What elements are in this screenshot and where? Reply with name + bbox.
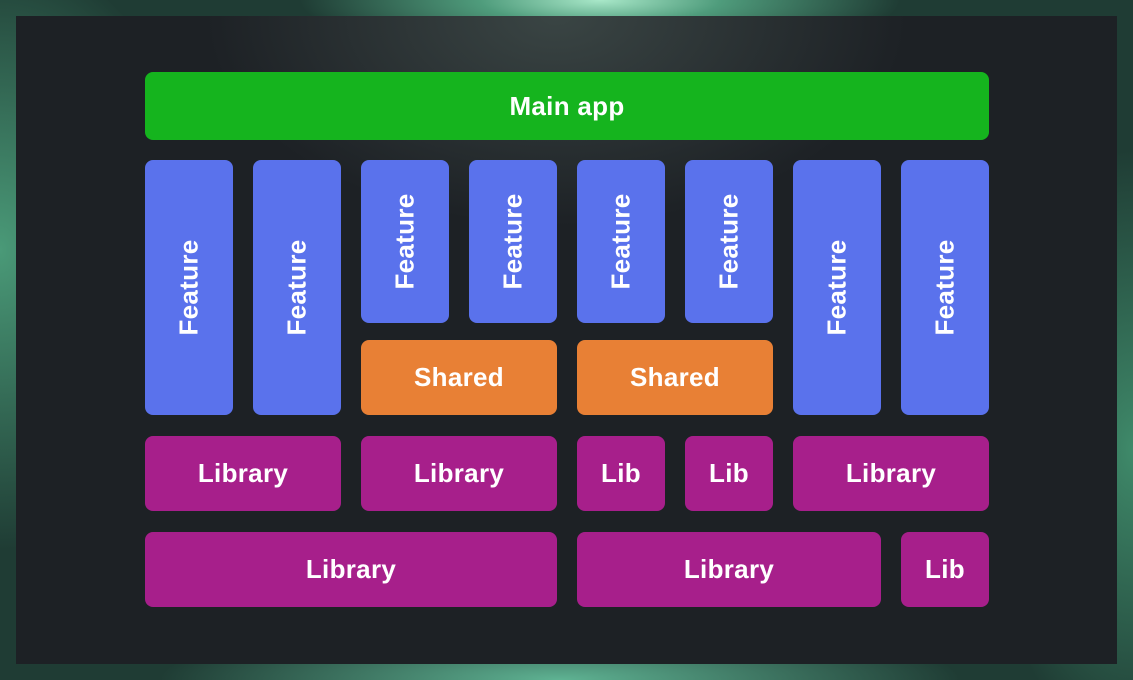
feature-label: Feature (497, 193, 528, 290)
feature-block: Feature (685, 160, 773, 323)
library-label: Library (305, 554, 397, 584)
feature-label: Feature (281, 239, 312, 336)
library-label: Library (413, 458, 505, 488)
shared-label: Shared (630, 362, 720, 392)
feature-label: Feature (605, 193, 636, 290)
library-block: Lib (577, 436, 665, 511)
feature-block: Feature (901, 160, 989, 415)
library-label: Library (197, 458, 289, 488)
library-label: Lib (601, 458, 641, 488)
library-block: Library (577, 532, 881, 607)
feature-label: Feature (929, 239, 960, 336)
shared-block: Shared (361, 340, 557, 415)
library-block: Library (793, 436, 989, 511)
shared-block: Shared (577, 340, 773, 415)
feature-block: Feature (469, 160, 557, 323)
feature-block: Feature (577, 160, 665, 323)
library-label: Library (845, 458, 937, 488)
shared-label: Shared (414, 362, 504, 392)
feature-block: Feature (253, 160, 341, 415)
feature-label: Feature (713, 193, 744, 290)
library-block: Library (145, 532, 557, 607)
feature-label: Feature (173, 239, 204, 336)
library-block: Lib (901, 532, 989, 607)
library-label: Lib (925, 554, 965, 584)
feature-block: Feature (793, 160, 881, 415)
library-block: Lib (685, 436, 773, 511)
feature-block: Feature (361, 160, 449, 323)
library-block: Library (145, 436, 341, 511)
feature-label: Feature (821, 239, 852, 336)
library-label: Lib (709, 458, 749, 488)
library-block: Library (361, 436, 557, 511)
feature-block: Feature (145, 160, 233, 415)
library-label: Library (683, 554, 775, 584)
feature-label: Feature (389, 193, 420, 290)
main-app-block: Main app (145, 72, 989, 140)
main-app-label: Main app (509, 90, 625, 121)
